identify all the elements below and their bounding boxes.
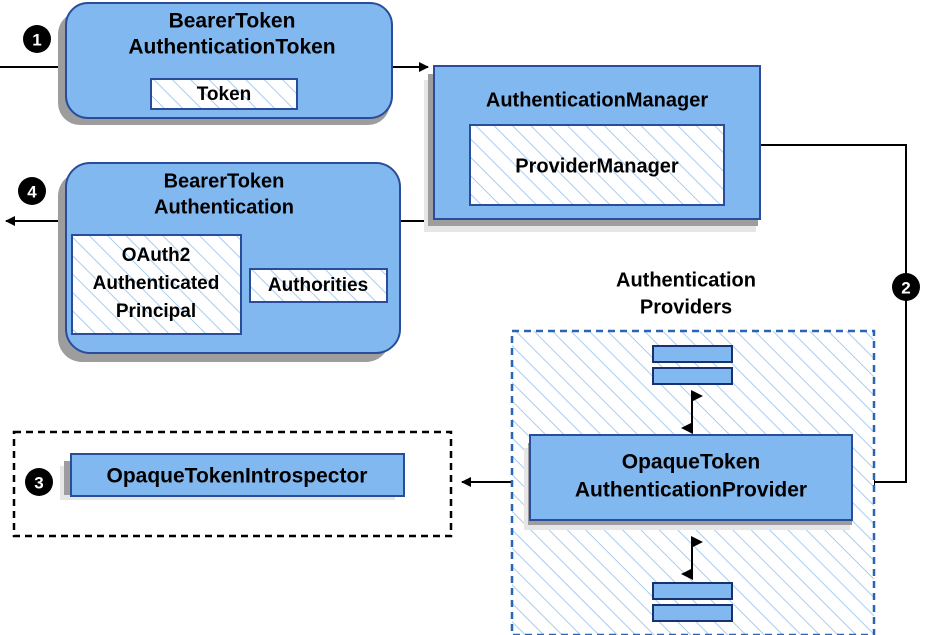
inner-principal-line2: Authenticated [93,273,220,294]
stub-bar [652,604,733,622]
node-label: OpaqueTokenIntrospector [107,465,368,488]
node-body [70,453,405,497]
marker-label: 2 [901,279,910,298]
node-title-line2: AuthenticationToken [128,36,335,59]
node-title-line1: BearerToken [164,170,285,192]
introspector-dashed-frame [12,430,453,538]
marker-label: 1 [32,31,41,50]
stub-bar [652,345,733,363]
group-authentication-providers: Authentication Providers OpaqueToken Aut… [510,269,876,635]
inner-token-box: Token [150,78,298,110]
inner-authorities-label: Authorities [268,275,368,296]
edge-manager-to-provider [760,144,907,487]
marker-4: 4 [18,177,46,205]
node-authentication-manager[interactable]: AuthenticationManager ProviderManager [424,65,761,232]
inner-provider-manager-box: ProviderManager [469,124,725,206]
provider-stub-top [652,345,733,385]
node-title-line2: Authentication [154,196,294,218]
inner-token-hatch [152,80,296,108]
marker-2: 2 [892,273,920,301]
marker-label: 3 [34,474,43,493]
inner-pm-label: ProviderManager [515,155,679,177]
marker-circle [23,25,51,53]
group-opaque-token-introspector: OpaqueTokenIntrospector [12,430,453,538]
marker-label: 4 [27,183,37,202]
marker-circle [25,468,53,496]
step-markers: 1 4 2 3 [18,25,920,496]
inner-authorities-hatch [251,270,386,301]
inner-pm-hatch [471,126,723,204]
node-title: AuthenticationManager [486,89,708,111]
inner-token-label: Token [197,84,252,105]
stub-bar [652,582,733,600]
providers-caption-line1: Authentication [616,269,756,291]
marker-circle [892,273,920,301]
node-opaque-token-authentication-provider[interactable]: OpaqueToken AuthenticationProvider [524,434,853,530]
node-title-line1: OpaqueToken [622,451,760,474]
node-opaque-token-introspector[interactable]: OpaqueTokenIntrospector [60,453,405,500]
provider-stub-bottom [652,582,733,622]
node-body [65,2,393,119]
node-title-line1: BearerToken [169,10,296,33]
inner-principal-hatch [73,236,240,333]
node-title-line2: AuthenticationProvider [575,479,807,502]
inner-principal-line3: Principal [116,301,196,322]
providers-caption-line2: Providers [640,296,732,318]
marker-1: 1 [23,25,51,53]
marker-circle [18,177,46,205]
node-bearer-token-authentication-token[interactable]: BearerToken AuthenticationToken Token [58,2,393,125]
marker-3: 3 [25,468,53,496]
stub-bar [652,367,733,385]
inner-principal-line1: OAuth2 [122,245,191,266]
inner-authorities-box: Authorities [249,268,388,303]
node-bearer-token-authentication[interactable]: BearerToken Authentication OAuth2 Authen… [58,162,401,362]
node-body [529,434,853,521]
inner-oauth2-authenticated-principal-box: OAuth2 Authenticated Principal [71,234,242,335]
